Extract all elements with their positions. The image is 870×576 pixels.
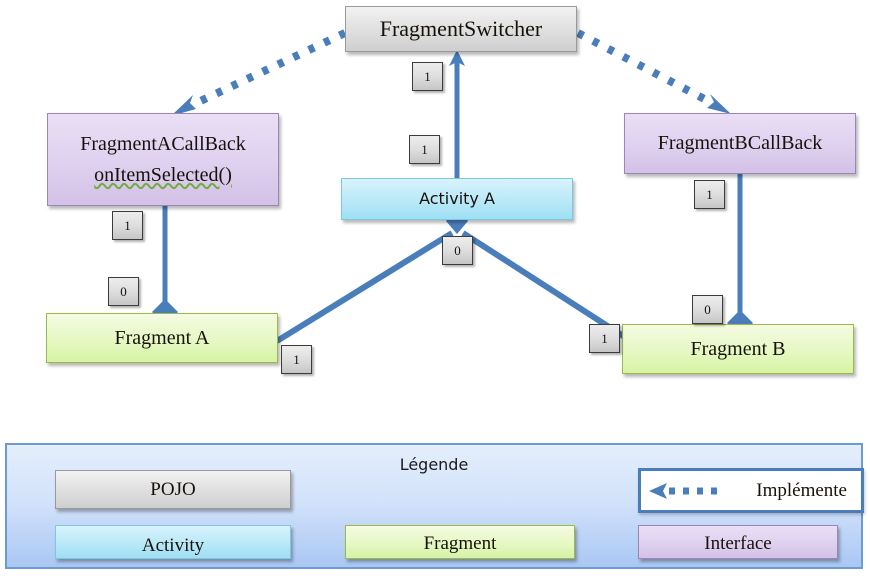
- legend-item-label: Implémente: [756, 479, 847, 501]
- multiplicity-callback-b-top: 1: [694, 180, 725, 209]
- legend-item-activity[interactable]: Activity: [55, 525, 291, 559]
- legend-item-interface[interactable]: Interface: [638, 525, 838, 559]
- multiplicity-value: 1: [601, 330, 608, 346]
- legend-item-label: Activity: [141, 534, 205, 556]
- legend-panel: Légende POJO Activity Fragment Interface…: [5, 443, 864, 569]
- multiplicity-activity-center: 0: [442, 236, 473, 265]
- legend-item-fragment[interactable]: Fragment: [345, 525, 575, 559]
- node-fragment-b[interactable]: Fragment B: [622, 324, 854, 374]
- edge-implements-b: [576, 29, 731, 114]
- legend-item-implements[interactable]: Implémente: [638, 468, 864, 513]
- edge-callback-a-fragment-a: [152, 206, 178, 325]
- multiplicity-value: 1: [424, 68, 431, 84]
- multiplicity-value: 1: [706, 186, 713, 202]
- node-fragment-a[interactable]: Fragment A: [46, 313, 278, 363]
- edge-activity-fragment-a: [275, 230, 454, 344]
- node-fragment-a-callback[interactable]: FragmentACallBack onItemSelected(): [47, 113, 279, 206]
- node-label: Activity A: [419, 189, 495, 208]
- multiplicity-value: 1: [421, 141, 428, 157]
- multiplicity-value: 0: [454, 242, 461, 258]
- multiplicity-activity-fragment-a: 1: [281, 345, 312, 374]
- multiplicity-switcher-activity-bottom: 1: [409, 135, 440, 164]
- multiplicity-value: 1: [124, 217, 131, 233]
- node-label: FragmentBCallBack: [657, 132, 823, 154]
- legend-item-pojo[interactable]: POJO: [55, 470, 291, 509]
- multiplicity-value: 0: [704, 301, 711, 317]
- edge-switcher-activity: [449, 50, 465, 183]
- node-fragment-switcher[interactable]: FragmentSwitcher: [345, 6, 577, 52]
- legend-title: Légende: [399, 455, 469, 474]
- legend-item-label: Fragment: [423, 533, 497, 554]
- multiplicity-value: 1: [293, 351, 300, 367]
- multiplicity-switcher-activity-top: 1: [412, 62, 443, 91]
- node-method-label: onItemSelected(): [94, 163, 232, 186]
- multiplicity-activity-fragment-b: 1: [589, 324, 620, 353]
- legend-item-label: POJO: [150, 478, 196, 500]
- node-label: Fragment A: [114, 326, 210, 349]
- node-label: FragmentACallBack: [80, 132, 246, 155]
- multiplicity-callback-b-bottom: 0: [692, 295, 723, 324]
- multiplicity-callback-a-top: 1: [112, 211, 143, 240]
- legend-item-label: Interface: [704, 532, 772, 554]
- node-fragment-b-callback[interactable]: FragmentBCallBack: [624, 113, 856, 174]
- edge-callback-b-fragment-b: [727, 174, 753, 336]
- node-activity-a[interactable]: Activity A: [341, 178, 573, 220]
- implements-arrow-icon: [641, 481, 733, 501]
- multiplicity-value: 0: [120, 283, 127, 299]
- node-label: Fragment B: [690, 337, 786, 360]
- node-label: FragmentSwitcher: [379, 16, 543, 42]
- multiplicity-callback-a-bottom: 0: [108, 277, 139, 306]
- edge-implements-a: [171, 29, 347, 116]
